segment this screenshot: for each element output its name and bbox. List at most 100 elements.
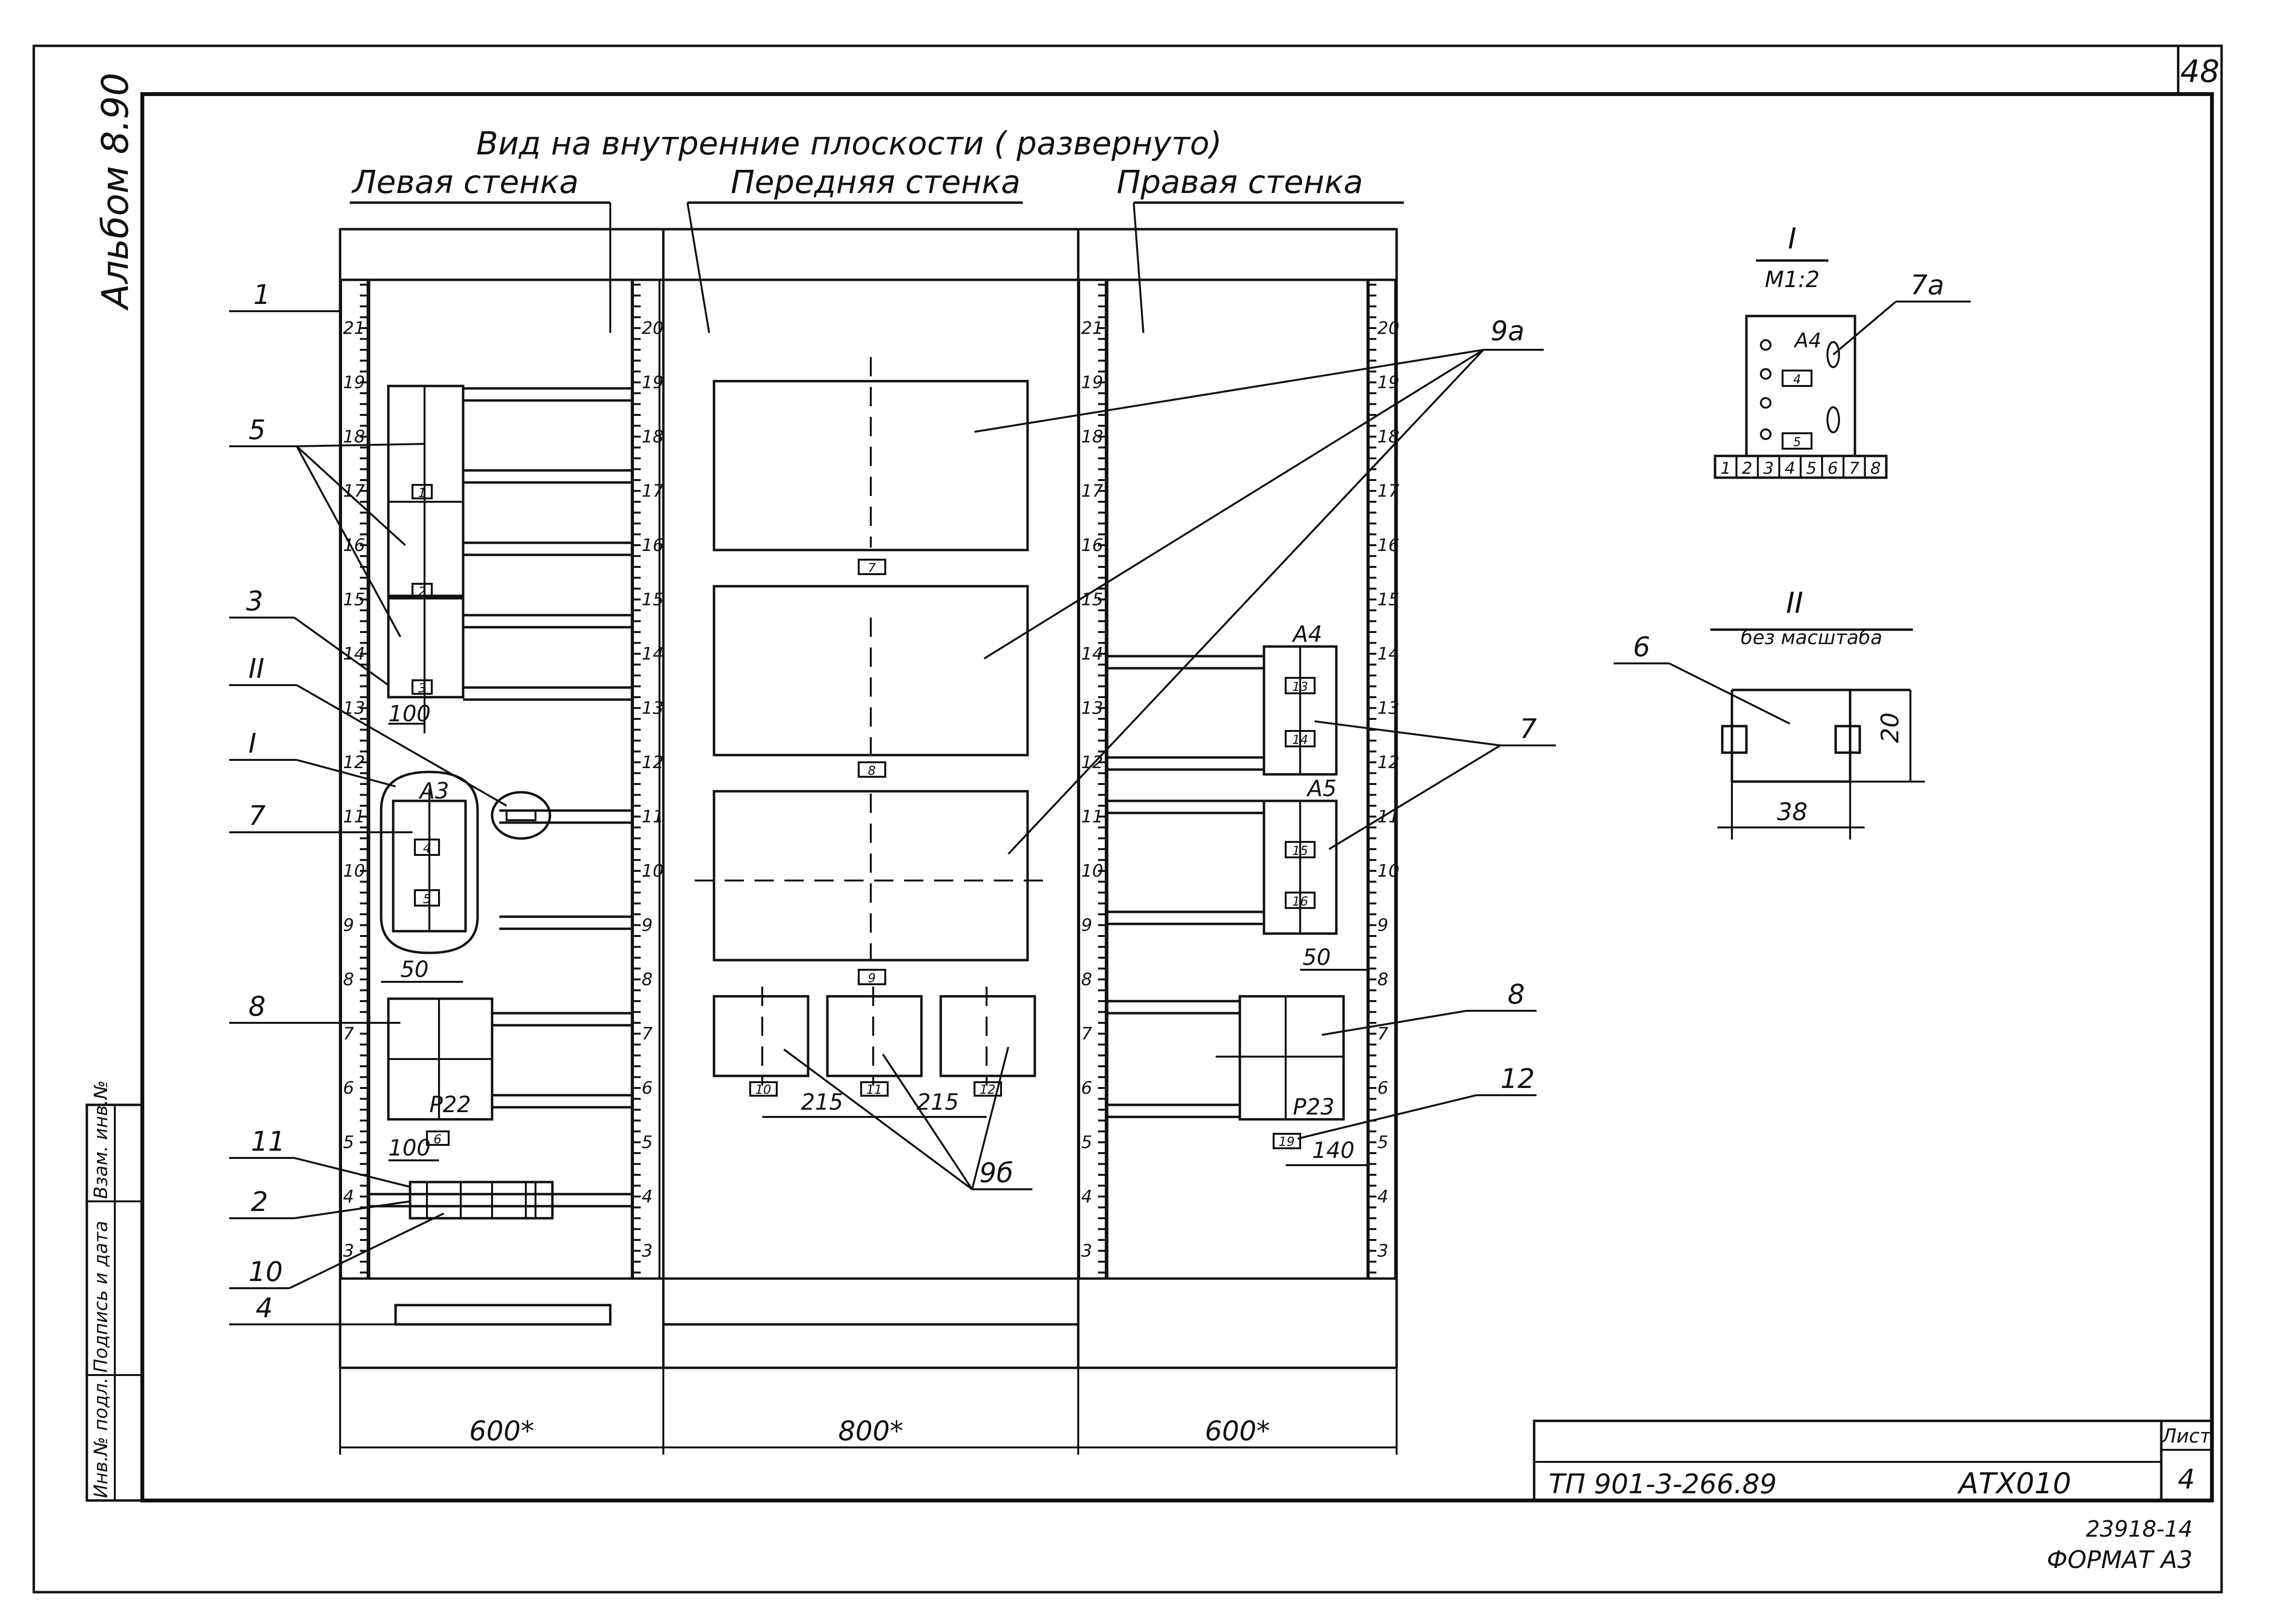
dim-20: 20	[1876, 712, 1904, 743]
dim-100-b: 100	[388, 1135, 431, 1161]
scale-mark: 16	[1081, 536, 1103, 555]
relay-p23	[1238, 995, 1345, 1121]
detail-I-terminal: 6	[1827, 459, 1838, 478]
detail-I-terminal: 5	[1806, 459, 1817, 478]
scale-mark: 18	[343, 427, 365, 447]
scale-mark: 10	[642, 861, 664, 881]
dim-215-a: 215	[801, 1089, 843, 1115]
scale-mark: 14	[1377, 644, 1400, 664]
callout-9a: 9а	[1491, 316, 1524, 347]
callout-10: 10	[248, 1256, 283, 1288]
sheet-number: 48	[2180, 54, 2219, 90]
tag-8: 8	[868, 764, 876, 778]
detail-I-terminal: 3	[1763, 459, 1774, 478]
scale-mark: 17	[1377, 482, 1400, 501]
callout-9b: 9б	[979, 1157, 1013, 1189]
callout-8-right: 8	[1508, 979, 1525, 1010]
dim-140: 140	[1312, 1137, 1355, 1163]
dim-215-b: 215	[917, 1089, 959, 1115]
scale-mark: 3	[1377, 1241, 1388, 1261]
panel-9b-3	[939, 995, 1036, 1077]
scale-mark: 17	[642, 482, 664, 501]
scale-mark: 5	[343, 1133, 354, 1153]
relay-p23-label: Р23	[1293, 1094, 1334, 1120]
title-sheet-label: Лист	[2161, 1425, 2211, 1447]
scale-mark: 11	[343, 807, 365, 827]
scale-mark: 14	[642, 644, 664, 664]
scale-mark: 16	[1377, 536, 1400, 555]
scale-mark: 15	[1377, 590, 1400, 610]
detail-II: II без масштаба 38 20 6	[1614, 586, 1925, 840]
detail-II-title: II	[1786, 586, 1803, 620]
detail-II-scale: без масштаба	[1741, 627, 1882, 649]
scale-mark: 19	[1377, 373, 1400, 393]
scale-mark: 10	[343, 861, 365, 881]
tag-6: 6	[434, 1132, 442, 1147]
scale-mark: 7	[1081, 1024, 1092, 1044]
scale-mark: 13	[1081, 699, 1103, 718]
tag-19: 19	[1278, 1135, 1294, 1149]
tag-14: 14	[1292, 733, 1308, 747]
stamp-format: ФОРМАТ А3	[2047, 1546, 2193, 1574]
scale-mark: 3	[642, 1241, 653, 1261]
tag-3: 3	[418, 681, 426, 696]
scale-mark: 4	[642, 1187, 653, 1207]
stamp-number: 23918-14	[2086, 1516, 2193, 1542]
scale-mark: 15	[642, 590, 664, 610]
scale-mark: 16	[642, 536, 664, 555]
callout-7: 7	[248, 800, 266, 832]
device-a5-label: А5	[1306, 775, 1337, 801]
scale-mark: 9	[1377, 916, 1388, 936]
scale-mark: 13	[1377, 699, 1400, 718]
scale-mark: 3	[1081, 1241, 1092, 1261]
scale-mark: 20	[642, 318, 664, 338]
tag-12: 12	[979, 1083, 995, 1097]
scale-mark: 8	[1081, 970, 1092, 990]
scale-mark: 4	[1081, 1187, 1092, 1207]
title-sheet: 4	[2178, 1464, 2195, 1495]
left-wall: 1 2 3 100 А3 4 5 50 Р22 100 6	[369, 385, 632, 1220]
dim-100-a: 100	[388, 701, 431, 727]
scale-mark: 13	[642, 699, 664, 718]
scale-mark: 8	[1377, 970, 1388, 990]
tag-1: 1	[418, 486, 426, 500]
title-block: ТП 901-3-266.89 АТХ010 Лист 4	[1533, 1419, 2213, 1502]
scale-mark: 9	[343, 916, 354, 936]
tag-13: 13	[1292, 680, 1308, 694]
scale-mark: 8	[642, 970, 653, 990]
scale-mark: 5	[642, 1133, 653, 1153]
section-front-title: Передняя стенка	[731, 164, 1021, 201]
scale-rails: 2119181716151413121110987654320191817161…	[340, 279, 1400, 1280]
scale-mark: 5	[1377, 1133, 1388, 1153]
scale-mark: 11	[1081, 807, 1103, 827]
tag-15: 15	[1292, 844, 1308, 858]
scale-mark: 6	[642, 1078, 653, 1098]
callout-7a: 7а	[1910, 270, 1944, 301]
width-dimensions: 600* 800* 600*	[339, 1368, 1398, 1455]
scale-mark: 9	[642, 916, 653, 936]
detail-I-terminal: 1	[1720, 459, 1731, 478]
scale-mark: 17	[1081, 482, 1103, 501]
device-a3-label: А3	[418, 778, 449, 804]
scale-mark: 10	[1377, 861, 1400, 881]
side-stamp-block: Инв.№ подл. Подпись и дата Взам. инв.№	[85, 1080, 144, 1502]
callout-5: 5	[248, 414, 266, 446]
scale-mark: 13	[343, 699, 365, 718]
front-wall: 7 8 9 10 11 12 215 215	[695, 357, 1044, 1118]
scale-mark: 6	[1377, 1078, 1388, 1098]
title-code: ТП 901-3-266.89	[1549, 1469, 1777, 1500]
outer-frame	[32, 44, 2223, 1594]
dim-50-a: 50	[400, 956, 429, 982]
scale-mark: 12	[343, 753, 365, 772]
panel-9b-2	[826, 995, 923, 1077]
callout-1: 1	[253, 279, 271, 311]
album-label: Альбом 8.90	[94, 73, 137, 311]
scale-mark: 18	[642, 427, 664, 447]
callout-4: 4	[256, 1293, 273, 1324]
tag-11: 11	[866, 1083, 882, 1097]
detail-II-circle	[491, 791, 551, 840]
callout-I: I	[248, 728, 257, 759]
tag-5: 5	[423, 892, 431, 907]
panel-9b-1	[713, 995, 810, 1077]
